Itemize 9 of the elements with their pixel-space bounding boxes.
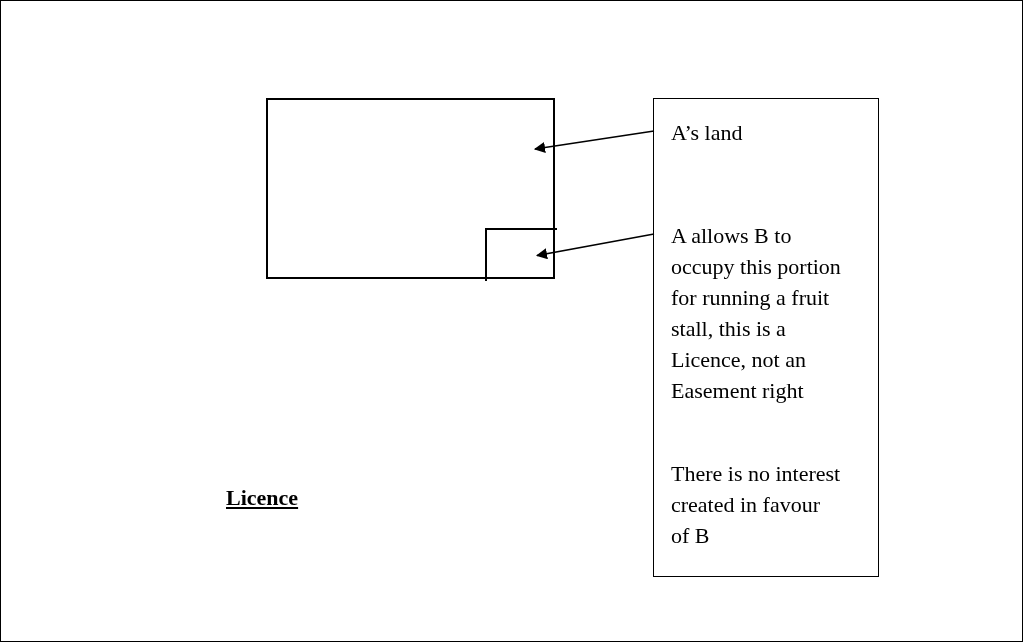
note-text: A allows B to occupy this portion for running a fruit stall, this is a Licence, not an Easement right [671, 222, 842, 405]
portion-plot [485, 228, 557, 281]
note-text: A’s land [671, 119, 744, 147]
heading-text: Licence [226, 485, 299, 511]
text-box [653, 98, 879, 577]
note-text: There is no interest created in favour of B [671, 460, 842, 550]
arrow [533, 130, 655, 154]
arrow [535, 233, 655, 260]
land-plot [266, 98, 555, 279]
